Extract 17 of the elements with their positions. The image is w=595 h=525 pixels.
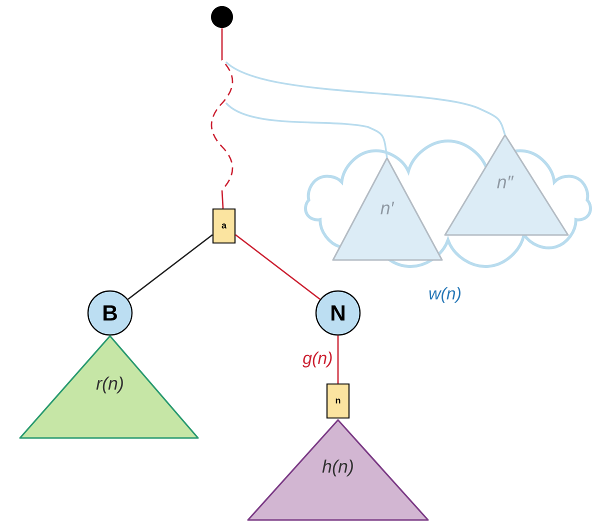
connector bbox=[210, 28, 234, 208]
connector bbox=[337, 336, 339, 384]
connector bbox=[226, 61, 506, 136]
subtree-triangle: r(n) bbox=[19, 335, 199, 439]
subtree-triangle: h(n) bbox=[247, 419, 429, 521]
connector bbox=[235, 234, 320, 300]
light-triangle: n″ bbox=[444, 134, 569, 236]
edge-label: g(n) bbox=[302, 350, 334, 368]
connector bbox=[128, 234, 213, 300]
dot bbox=[211, 6, 233, 28]
connector bbox=[225, 102, 388, 158]
node-label: w(n) bbox=[429, 287, 460, 303]
circle-node: B bbox=[87, 290, 133, 336]
label-box: n bbox=[326, 383, 350, 419]
circle-node: N bbox=[315, 290, 361, 336]
label-box: a bbox=[212, 208, 236, 244]
light-triangle: n′ bbox=[332, 157, 443, 261]
